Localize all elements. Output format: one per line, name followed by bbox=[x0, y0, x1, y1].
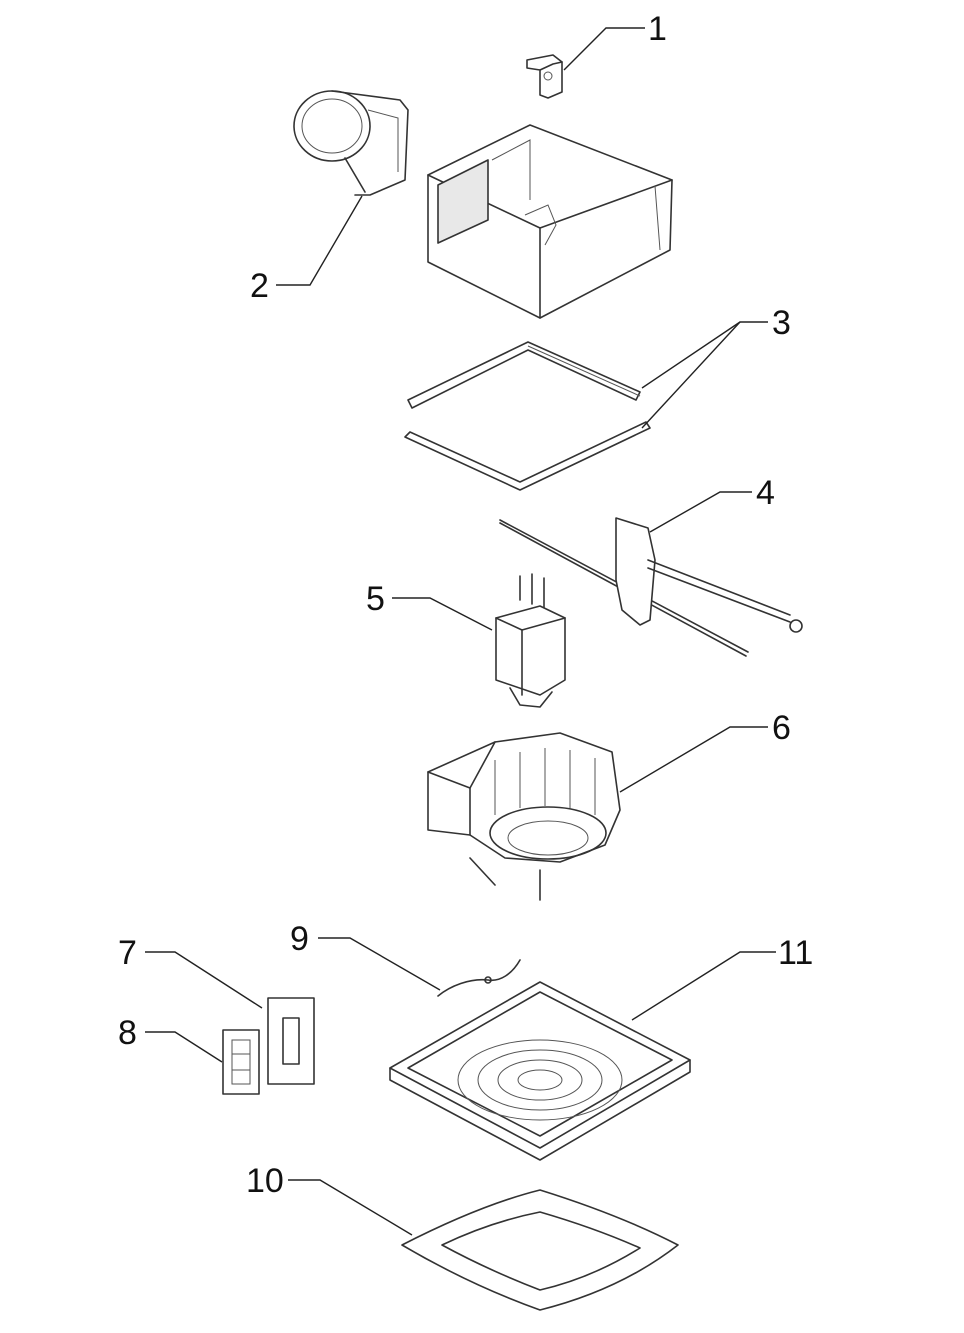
part-3-frame-rails bbox=[404, 341, 651, 491]
part-7-wall-plate bbox=[267, 997, 315, 1085]
callout-6: 6 bbox=[772, 709, 791, 747]
callout-9: 9 bbox=[290, 920, 309, 958]
part-10-cover bbox=[401, 1189, 679, 1311]
callout-4: 4 bbox=[756, 474, 775, 512]
callout-5: 5 bbox=[366, 580, 385, 618]
callout-3: 3 bbox=[772, 304, 791, 342]
callout-2: 2 bbox=[250, 267, 269, 305]
callout-11: 11 bbox=[778, 934, 813, 972]
callout-8: 8 bbox=[118, 1014, 137, 1052]
part-6-blower-housing bbox=[427, 732, 621, 901]
callout-1: 1 bbox=[648, 10, 667, 48]
part-9-wire bbox=[437, 959, 521, 997]
housing-box bbox=[427, 124, 673, 319]
leader-lines bbox=[145, 27, 776, 1236]
callout-7: 7 bbox=[118, 934, 137, 972]
part-11-grille-assembly bbox=[389, 981, 691, 1161]
part-8-switch bbox=[222, 1029, 260, 1095]
part-1-bracket bbox=[526, 54, 563, 99]
callout-10: 10 bbox=[246, 1162, 284, 1200]
part-4-wiring-plate bbox=[499, 517, 803, 657]
part-5-motor bbox=[495, 573, 566, 708]
part-2-duct-connector bbox=[293, 90, 409, 196]
